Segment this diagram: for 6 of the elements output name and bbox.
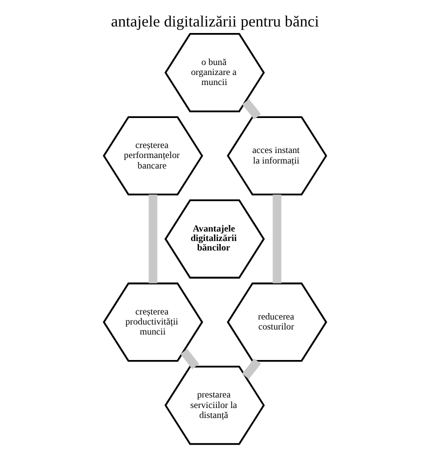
connector: [272, 194, 282, 284]
connector: [242, 358, 261, 380]
connector: [180, 348, 200, 370]
connector: [242, 98, 261, 120]
connector: [148, 194, 158, 284]
diagram-title: antajele digitalizării pentru bănci: [111, 13, 319, 30]
